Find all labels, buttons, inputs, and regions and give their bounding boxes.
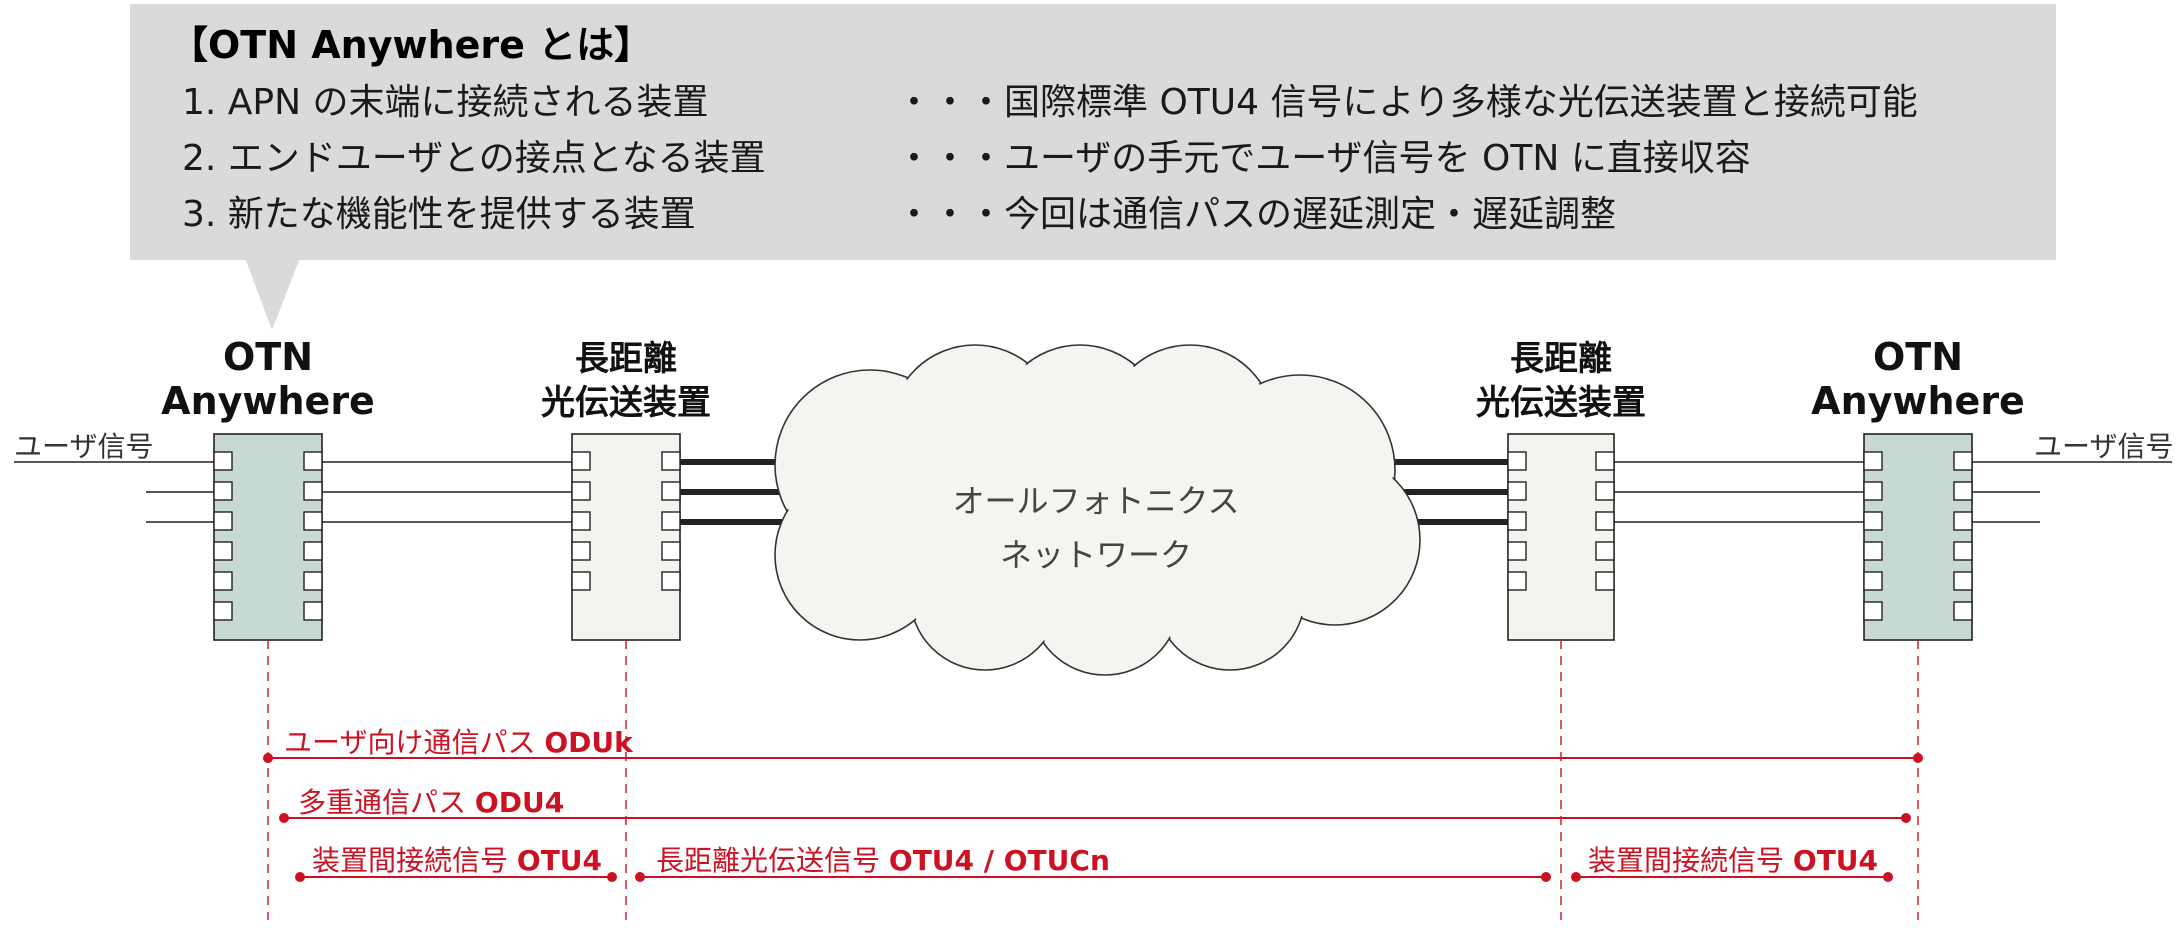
- path-otu4-long-label: 長距離光伝送信号 OTU4 / OTUCn: [656, 844, 1110, 877]
- user-signal-lines: [14, 461, 2172, 523]
- otn-right-port-l4: [1863, 541, 1883, 561]
- otn-right-port-r5: [1953, 571, 1973, 591]
- callout-item-1-desc: ・・・国際標準 OTU4 信号により多様な光伝送装置と接続可能: [896, 82, 1918, 123]
- otn-right-port-l6: [1863, 601, 1883, 621]
- lh-right-port-r5: [1595, 571, 1615, 591]
- lh-right-port-l3: [1507, 511, 1527, 531]
- otn-left-port-l4: [213, 541, 233, 561]
- otn-left-port-r6: [303, 601, 323, 621]
- lh-left-port-r4: [661, 541, 681, 561]
- lh-right-port-r3: [1595, 511, 1615, 531]
- callout-background: [130, 4, 2056, 260]
- path-otu4-long-start: [635, 872, 645, 882]
- path-otu4-right-label: 装置間接続信号 OTU4: [1588, 844, 1878, 877]
- otn-left-label-line2: Anywhere: [161, 379, 375, 423]
- otn-left-port-l6: [213, 601, 233, 621]
- path-oduk-start: [263, 753, 273, 763]
- cloud-label-line2: ネットワーク: [1000, 536, 1192, 574]
- lh-left-port-l4: [571, 541, 591, 561]
- otn-left-port-r1: [303, 451, 323, 471]
- client-links: [322, 461, 1864, 523]
- lh-right-port-l2: [1507, 481, 1527, 501]
- lh-left-port-r2: [661, 481, 681, 501]
- device-ports: [213, 451, 1973, 621]
- lh-right-port-l4: [1507, 541, 1527, 561]
- otn-left-port-l5: [213, 571, 233, 591]
- path-odu4-end: [1901, 813, 1911, 823]
- path-otu4-left-start: [295, 872, 305, 882]
- lh-left-label-line2: 光伝送装置: [541, 383, 711, 423]
- callout-pointer: [245, 258, 300, 330]
- callout-item-2-desc: ・・・ユーザの手元でユーザ信号を OTN に直接収容: [896, 138, 1751, 179]
- otn-right-port-l5: [1863, 571, 1883, 591]
- path-oduk-label: ユーザ向け通信パス ODUk: [284, 726, 634, 759]
- otn-left-port-r2: [303, 481, 323, 501]
- lh-left-port-r3: [661, 511, 681, 531]
- cloud-network: オールフォトニクス ネットワーク: [774, 344, 1421, 676]
- otn-right-port-l2: [1863, 481, 1883, 501]
- lh-left-port-l5: [571, 571, 591, 591]
- path-otu4-right-start: [1571, 872, 1581, 882]
- path-otu4-long-end: [1541, 872, 1551, 882]
- otn-right-label-line2: Anywhere: [1811, 379, 2025, 423]
- lh-left-port-l1: [571, 451, 591, 471]
- otn-right-port-r1: [1953, 451, 1973, 471]
- user-signal-left-label: ユーザ信号: [14, 430, 153, 463]
- path-odu4-start: [279, 813, 289, 823]
- callout-item-1: 1. APN の末端に接続される装置: [182, 82, 709, 123]
- lh-right-port-l1: [1507, 451, 1527, 471]
- otn-left-port-l1: [213, 451, 233, 471]
- otn-left-label-line1: OTN: [223, 335, 313, 379]
- lh-left-port-l2: [571, 481, 591, 501]
- otn-left-port-r4: [303, 541, 323, 561]
- signal-paths: [263, 753, 1923, 882]
- lh-right-port-r1: [1595, 451, 1615, 471]
- lh-left-port-r1: [661, 451, 681, 471]
- path-oduk-end: [1913, 753, 1923, 763]
- lh-left-port-l3: [571, 511, 591, 531]
- lh-right-port-r2: [1595, 481, 1615, 501]
- otn-left-port-r3: [303, 511, 323, 531]
- lh-right-port-l5: [1507, 571, 1527, 591]
- lh-right-port-r4: [1595, 541, 1615, 561]
- path-otu4-left-label: 装置間接続信号 OTU4: [312, 844, 602, 877]
- otn-right-port-r4: [1953, 541, 1973, 561]
- otn-right-label-line1: OTN: [1873, 335, 1963, 379]
- lh-left-label-line1: 長距離: [575, 339, 677, 379]
- otn-right-port-r2: [1953, 481, 1973, 501]
- otn-right-port-l3: [1863, 511, 1883, 531]
- path-otu4-right-end: [1883, 872, 1893, 882]
- otn-left-port-l3: [213, 511, 233, 531]
- user-signal-right-label: ユーザ信号: [2034, 430, 2173, 463]
- lh-right-label-line1: 長距離: [1510, 339, 1612, 379]
- callout-item-3-desc: ・・・今回は通信パスの遅延測定・遅延調整: [896, 194, 1616, 235]
- callout: 【OTN Anywhere とは】 1. APN の末端に接続される装置 ・・・…: [130, 4, 2056, 330]
- callout-item-3: 3. 新たな機能性を提供する装置: [182, 194, 696, 235]
- cloud-label-line1: オールフォトニクス: [952, 482, 1239, 520]
- lh-right-label-line2: 光伝送装置: [1476, 383, 1646, 423]
- lh-left-port-r5: [661, 571, 681, 591]
- callout-title: 【OTN Anywhere とは】: [170, 23, 652, 67]
- path-otu4-left-end: [607, 872, 617, 882]
- path-odu4-label: 多重通信パス ODU4: [298, 786, 564, 819]
- otn-right-port-l1: [1863, 451, 1883, 471]
- otn-right-port-r6: [1953, 601, 1973, 621]
- callout-item-2: 2. エンドユーザとの接点となる装置: [182, 138, 766, 179]
- otn-left-port-r5: [303, 571, 323, 591]
- otn-left-port-l2: [213, 481, 233, 501]
- otn-right-port-r3: [1953, 511, 1973, 531]
